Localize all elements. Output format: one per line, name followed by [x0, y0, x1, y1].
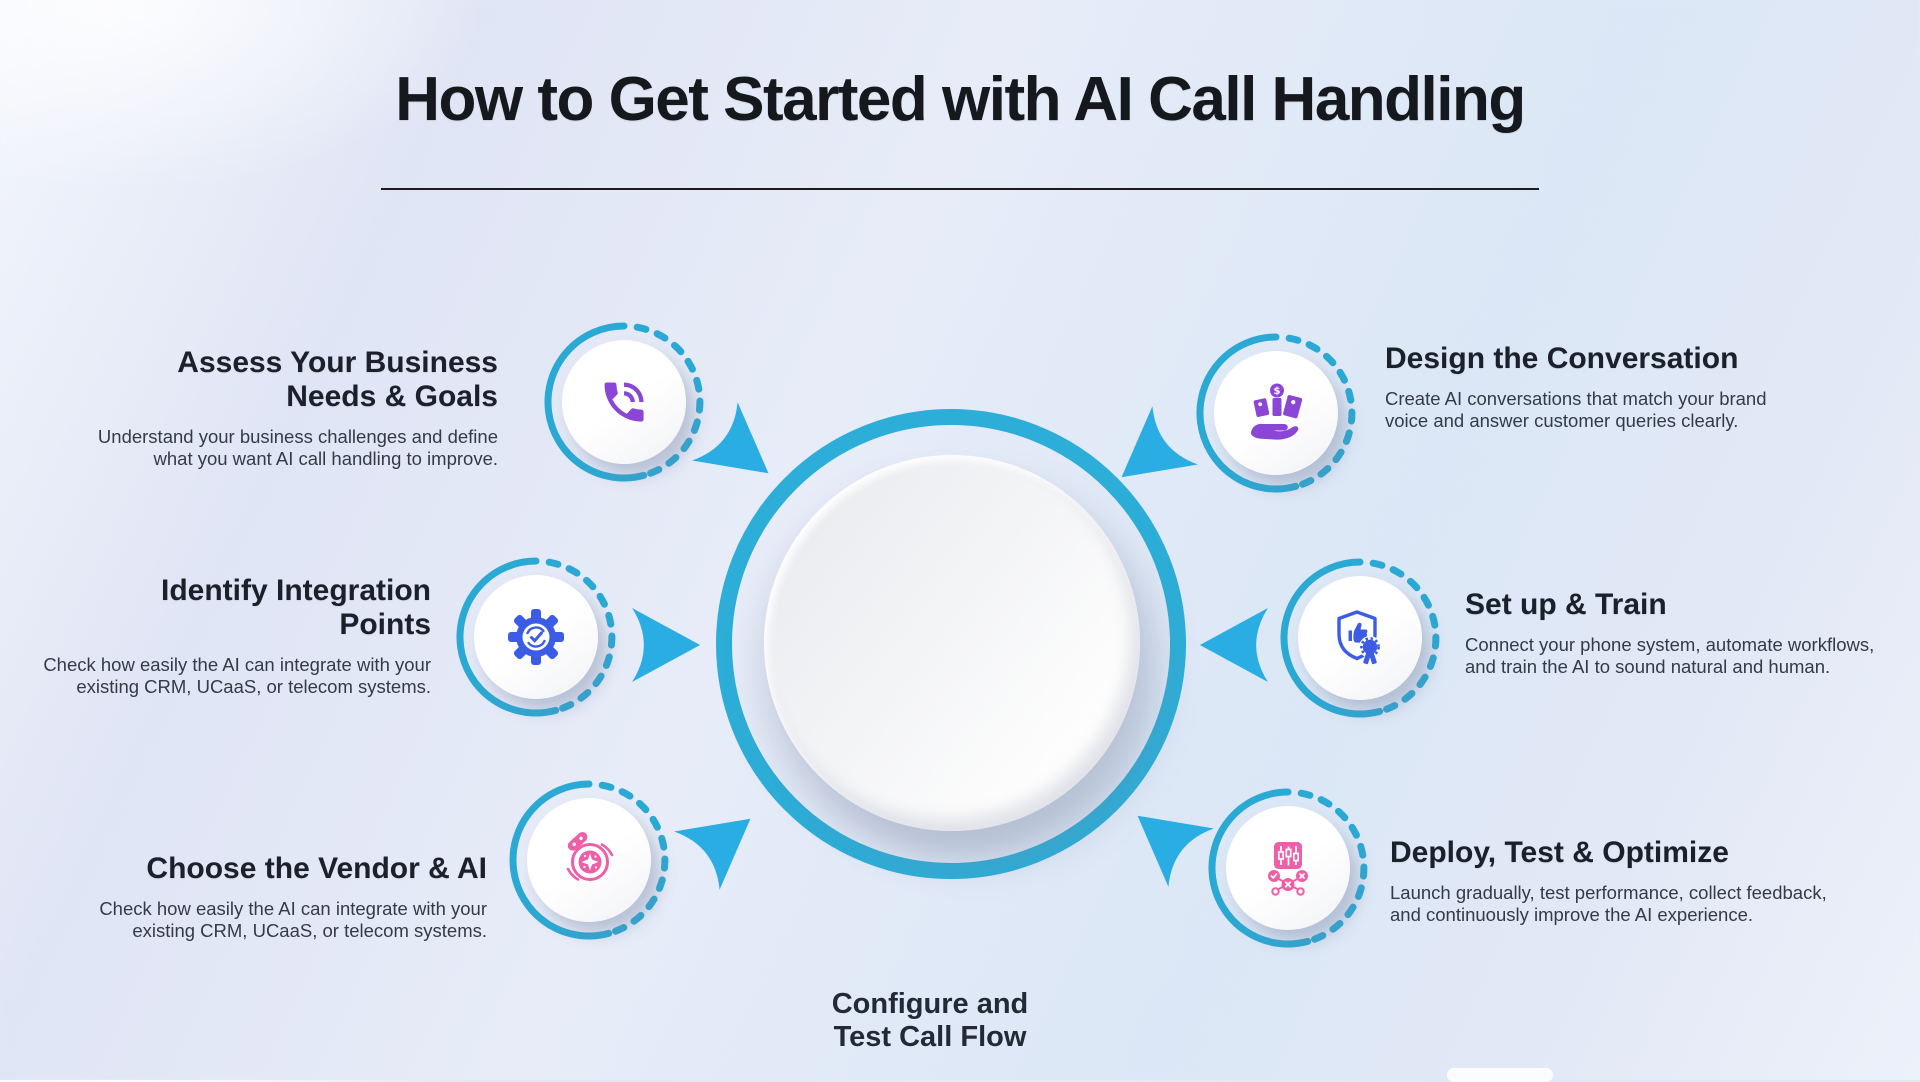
icon-circle-integration: [452, 553, 620, 721]
teal-arc-ring: [544, 322, 704, 482]
arrow-bottom-right-icon: [1137, 815, 1214, 887]
teal-arc-ring: [1196, 333, 1356, 493]
icon-circle-assess: [540, 318, 708, 486]
step-choose-vendor: Choose the Vendor & AI Check how easily …: [0, 852, 487, 942]
candlestick-ab-test-icon: [1268, 842, 1308, 896]
title-underline: [381, 188, 1539, 190]
disc-gear-icon: [566, 831, 614, 881]
teal-arc-ring: [1280, 558, 1440, 718]
step-description: Check how easily the AI can integrate wi…: [43, 654, 431, 697]
step-title: Deploy, Test & Optimize: [1390, 836, 1729, 869]
icon-circle-optimize: [1204, 784, 1372, 952]
step-title: Set up & Train: [1465, 588, 1667, 621]
step-description: Launch gradually, test performance, coll…: [1390, 882, 1827, 925]
bottom-right-pill: [1447, 1068, 1553, 1082]
page-title: How to Get Started with AI Call Handling: [395, 65, 1526, 134]
step-title: Choose the Vendor & AI: [146, 852, 487, 885]
hand-price-tags-icon: $: [1251, 383, 1303, 440]
shield-thumbs-up-badge-icon: [1337, 610, 1381, 665]
gear-check-icon: [508, 609, 564, 665]
arrow-top-left-icon: [692, 402, 769, 474]
teal-arc-ring: [456, 557, 616, 717]
step-deploy-test-optimize: Deploy, Test & Optimize Launch gradually…: [1390, 836, 1920, 926]
teal-arc-ring: [1208, 788, 1368, 948]
step-description: Create AI conversations that match your …: [1385, 388, 1767, 431]
step-description: Connect your phone system, automate work…: [1465, 634, 1875, 677]
step-title: Design the Conversation: [1385, 342, 1739, 375]
white-disc: [562, 340, 686, 464]
step-title: Assess Your Business Needs & Goals: [177, 346, 498, 413]
center-disc: [764, 455, 1140, 831]
center-label: Configure and Test Call Flow: [831, 988, 1029, 1053]
step-description: Check how easily the AI can integrate wi…: [99, 898, 487, 941]
icon-circle-conversation: $: [1192, 329, 1360, 497]
step-title: Identify Integration Points: [161, 574, 431, 641]
arrow-top-right-icon: [1121, 406, 1198, 478]
arrow-middle-right-icon: [1199, 608, 1268, 682]
phone-call-icon: [604, 382, 644, 422]
icon-circle-train: [1276, 554, 1444, 722]
step-design-conversation: Design the Conversation Create AI conver…: [1385, 342, 1920, 432]
arrow-bottom-left-icon: [674, 818, 751, 890]
svg-text:$: $: [1274, 386, 1281, 397]
icon-circle-vendor: [505, 776, 673, 944]
step-setup-train: Set up & Train Connect your phone system…: [1465, 588, 1920, 678]
step-identify-integration: Identify Integration Points Check how ea…: [0, 574, 431, 698]
step-assess-business: Assess Your Business Needs & Goals Under…: [0, 346, 498, 470]
arrow-middle-left-icon: [632, 608, 701, 682]
teal-arc-ring: [509, 780, 669, 940]
step-description: Understand your business challenges and …: [97, 426, 498, 469]
